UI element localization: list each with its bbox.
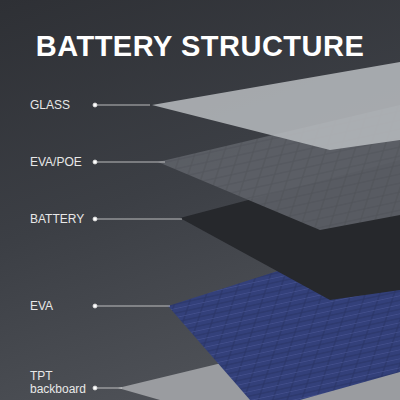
leader-dot <box>93 217 97 221</box>
leader-line <box>95 162 165 163</box>
leader-dot <box>93 304 97 308</box>
layer-label: TPT backboard <box>30 370 90 396</box>
layer-label: GLASS <box>30 99 90 112</box>
title: BATTERY STRUCTURE <box>0 30 400 63</box>
leader-dot <box>93 160 97 164</box>
leader-line <box>95 105 150 106</box>
layer-label: EVA/POE <box>30 156 90 169</box>
leader-line <box>95 388 122 389</box>
leader-line <box>95 219 182 220</box>
glass-layer <box>152 62 400 150</box>
leader-line <box>95 306 170 307</box>
leader-dot <box>93 386 97 390</box>
layer-label: BATTERY <box>30 213 90 226</box>
layer-label: EVA <box>30 300 90 313</box>
leader-dot <box>93 103 97 107</box>
